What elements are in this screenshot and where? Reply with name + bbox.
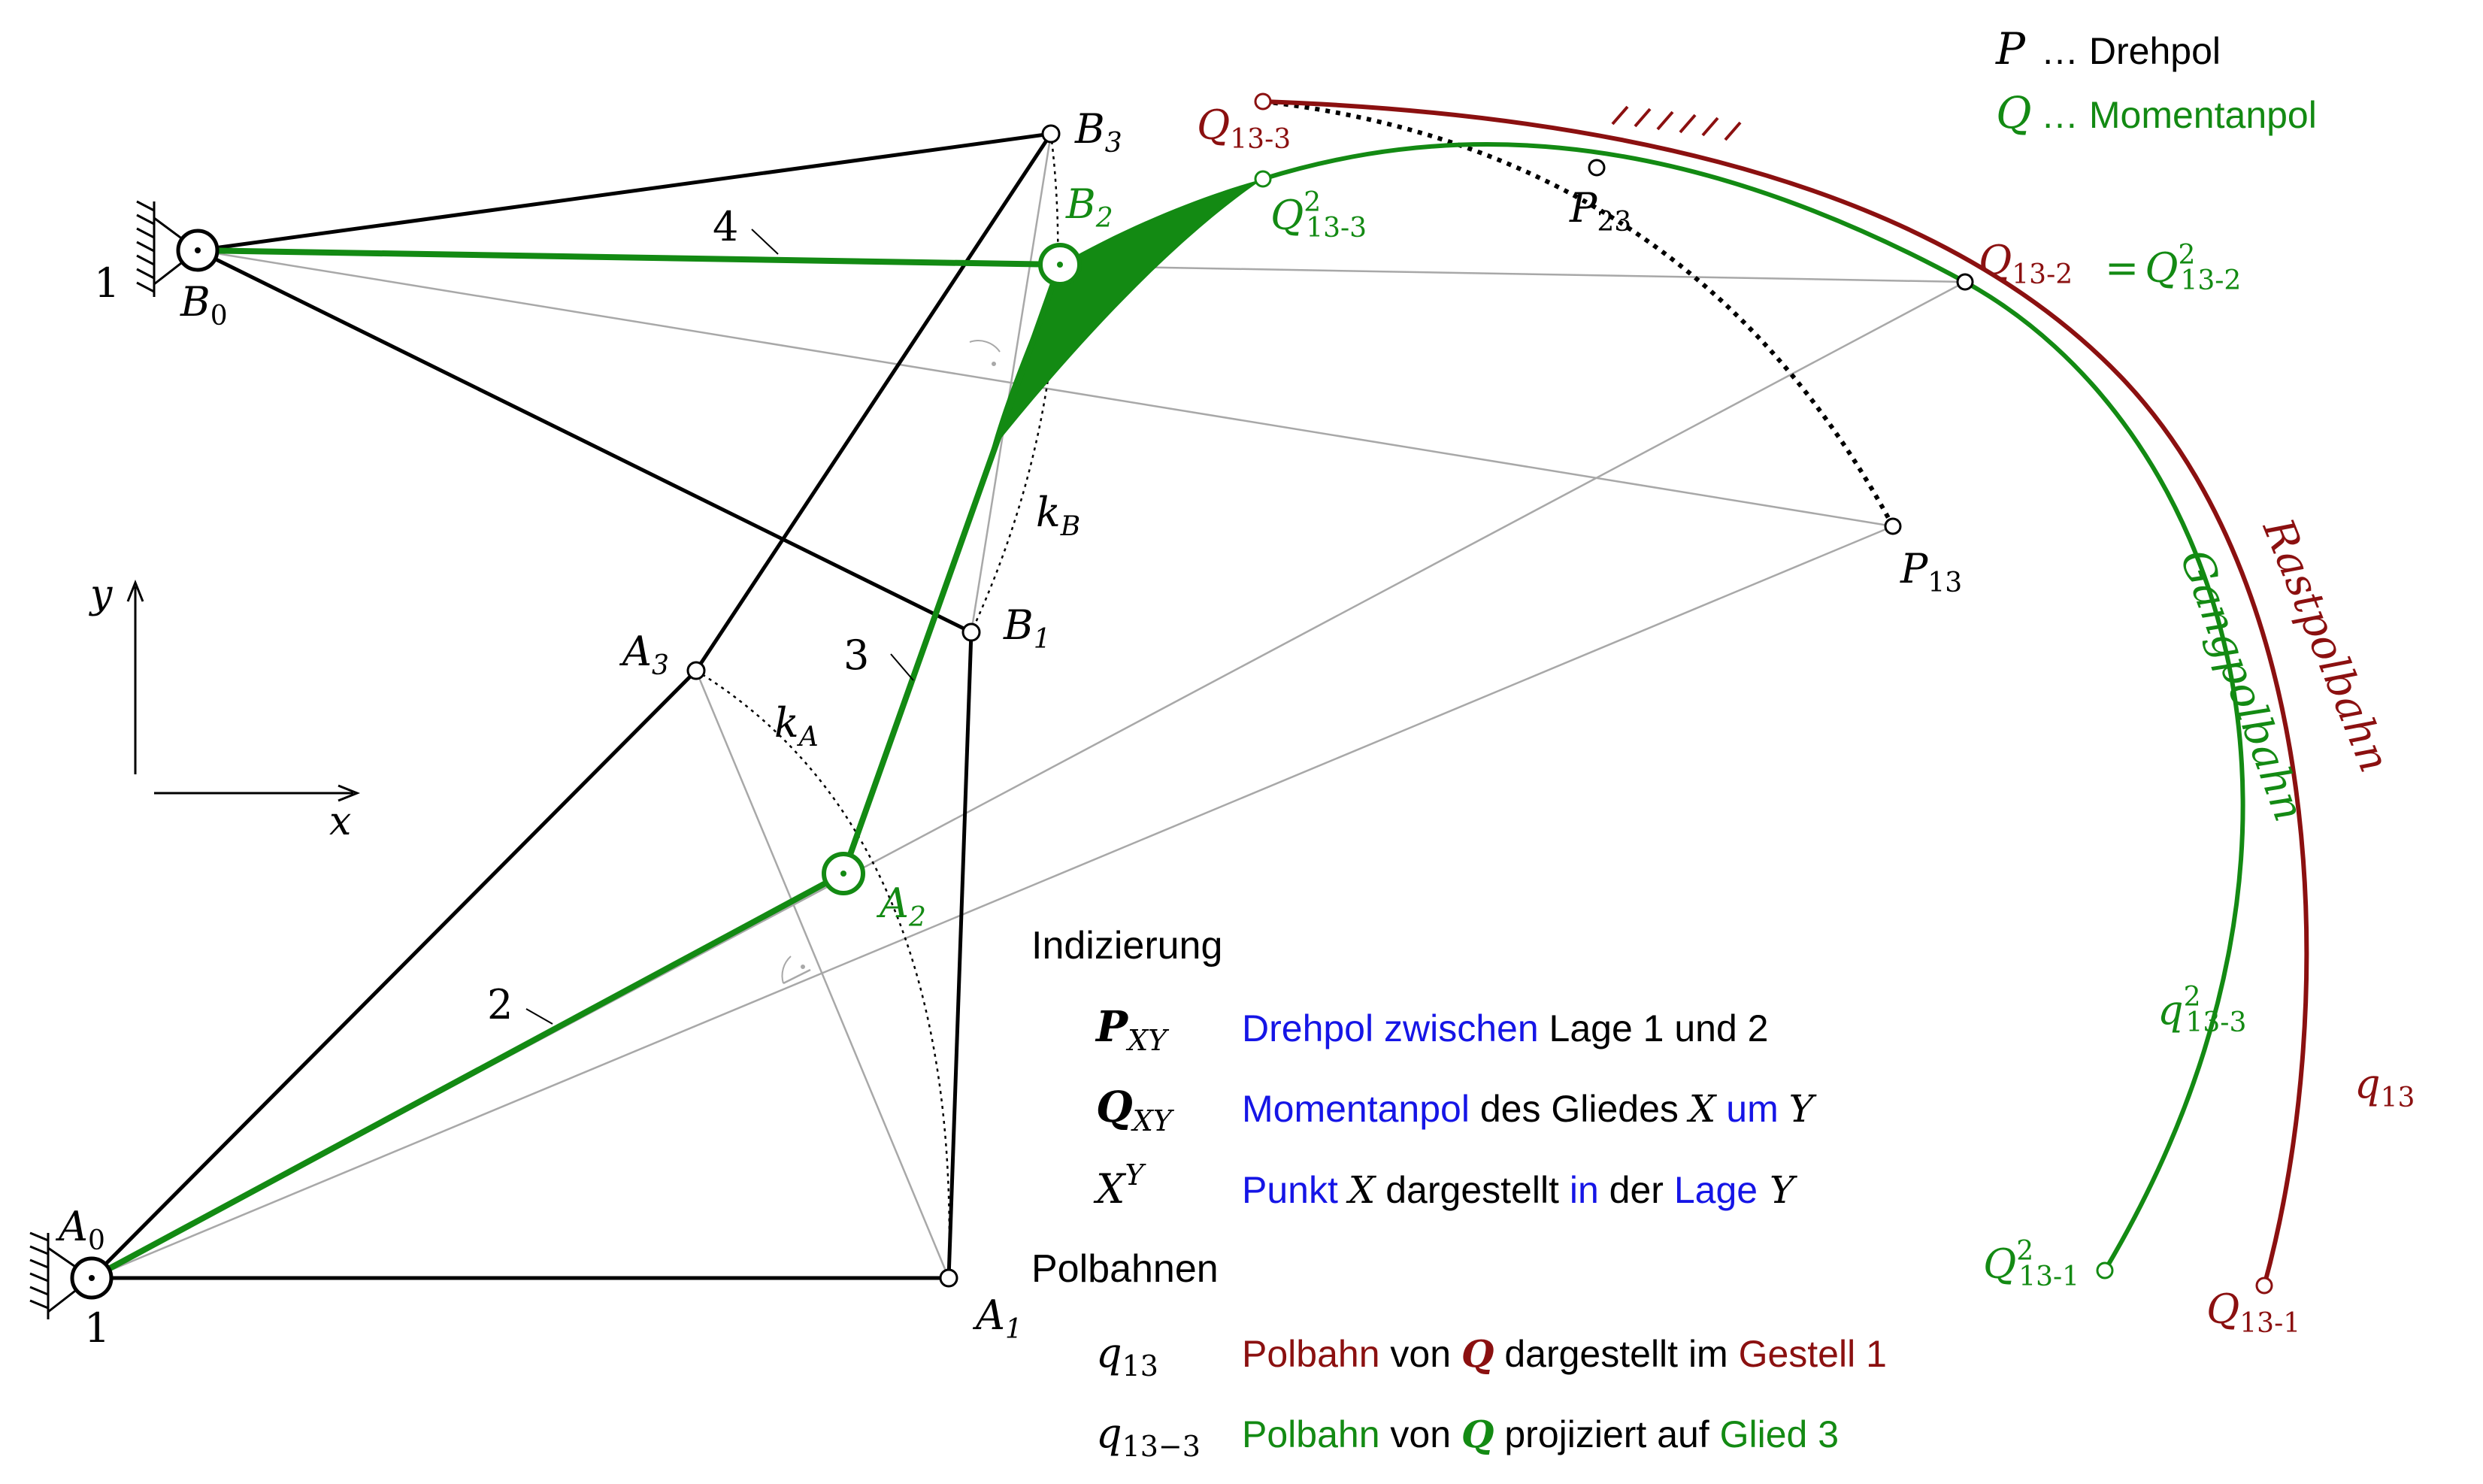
x-arrow	[338, 784, 361, 802]
index-row-2-text: Momentanpol des Gliedes X um Y	[1242, 1087, 1817, 1131]
index-row-3-symbol: XY	[1093, 1158, 1146, 1213]
label-B3: B3	[1074, 105, 1122, 159]
rocker-B0-B1	[196, 248, 973, 634]
indizierung-block: Indizierung PXY Drehpol zwischen Lage 1 …	[1031, 924, 1817, 1213]
label-A1: A1	[972, 1292, 1022, 1345]
point-Q2-13-1	[2096, 1261, 2114, 1280]
coupler-A2-B2	[840, 263, 1063, 875]
black-links	[90, 132, 1053, 1280]
legend-p-text: … Drehpol	[2041, 30, 2221, 72]
link-label-3: 3	[843, 631, 869, 679]
legend: P … Drehpol Q … Momentanpol	[1995, 23, 2317, 138]
crank-A0-A2	[90, 871, 845, 1281]
point-Q13-1	[2255, 1277, 2273, 1295]
construction-line	[91, 525, 1894, 1280]
gangpolbahn-curve	[1262, 142, 2245, 1272]
polbahn-row-2-text: Polbahn von Q projiziert auf Glied 3	[1242, 1412, 1839, 1456]
construction-line	[783, 968, 811, 985]
label-P23: P23	[1569, 184, 1631, 238]
construction-line	[695, 670, 950, 1279]
polbahn-row-1-text: Polbahn von Q dargestellt im Gestell 1	[1242, 1331, 1887, 1376]
construction-line	[197, 249, 1894, 528]
rastpolbahn-curve	[1262, 99, 2309, 1286]
label-P13: P13	[1900, 545, 1962, 598]
joint-B1	[961, 622, 981, 642]
right-angle-mark	[781, 956, 792, 984]
polbahn-row-1-symbol: q13	[1096, 1329, 1158, 1383]
kA-arc	[695, 669, 951, 1279]
point-Q13-2	[1956, 273, 1974, 291]
leader-lines	[525, 229, 914, 1025]
right-angle-mark	[969, 340, 1001, 353]
label-B2: B2	[1065, 180, 1113, 234]
legend-q-symbol: Q	[1996, 87, 2032, 138]
rastpolbahn-hatching	[1611, 105, 1742, 141]
indizierung-title: Indizierung	[1031, 924, 1222, 968]
construction-line	[970, 133, 1052, 633]
point-Q13-3	[1254, 92, 1272, 111]
coordinate-axes	[126, 579, 361, 802]
point-P23	[1588, 159, 1606, 177]
polbahnen-block: Polbahnen q13 Polbahn von Q dargestellt …	[1031, 1247, 1887, 1463]
label-A2: A2	[876, 880, 926, 933]
joint-A3	[686, 661, 706, 680]
index-row-2-symbol: QXY	[1096, 1083, 1175, 1137]
label-q13: q13	[2354, 1060, 2415, 1113]
legend-q-text: … Momentanpol	[2041, 94, 2317, 136]
label-kA: kA	[774, 699, 819, 753]
joints	[70, 92, 2273, 1300]
link-label-1-bottom: 1	[84, 1304, 110, 1352]
polbahn-row-2-symbol: q13−3	[1096, 1410, 1201, 1463]
label-kB: kB	[1036, 489, 1080, 542]
joint-B3	[1041, 124, 1061, 144]
green-links	[90, 247, 1063, 1281]
y-arrow	[126, 579, 144, 602]
index-row-3-text: Punkt X dargestellt in der Lage Y	[1242, 1168, 1797, 1212]
index-row-1-symbol: PXY	[1095, 1002, 1170, 1057]
coupler-A3-B3	[694, 132, 1053, 672]
point-P13	[1884, 517, 1902, 535]
index-row-1-text: Drehpol zwischen Lage 1 und 2	[1242, 1007, 1768, 1049]
label-B1: B1	[1003, 601, 1051, 655]
label-Q13-3: Q13-3	[1197, 101, 1291, 155]
right-angle-marks	[781, 340, 1001, 984]
point-Q2-13-3	[1254, 170, 1272, 188]
link-label-4: 4	[713, 203, 738, 250]
rocker-B0-B2	[197, 247, 1061, 268]
label-B0: B0	[180, 278, 228, 332]
label-Q13-1: Q13-1	[2206, 1286, 2300, 1339]
label-A0: A0	[55, 1203, 105, 1256]
link-label-1-top: 1	[94, 259, 120, 307]
link-label-2: 2	[487, 981, 513, 1028]
legend-p-symbol: P	[1995, 23, 2026, 74]
polbahnen-title: Polbahnen	[1031, 1247, 1219, 1291]
y-axis-label: y	[89, 572, 113, 617]
crank-A0-A3	[90, 669, 698, 1280]
label-Q13-2: Q13-2	[1979, 237, 2073, 290]
x-axis-label: x	[329, 799, 351, 844]
coupler-shape	[991, 179, 1263, 451]
pole-arc-dotted	[1262, 99, 1895, 528]
label-A3: A3	[619, 628, 669, 681]
coupler-A1-B1	[946, 631, 974, 1279]
kB-arc	[970, 133, 1059, 633]
joint-A1	[939, 1268, 958, 1288]
rocker-B0-B3	[197, 132, 1052, 253]
